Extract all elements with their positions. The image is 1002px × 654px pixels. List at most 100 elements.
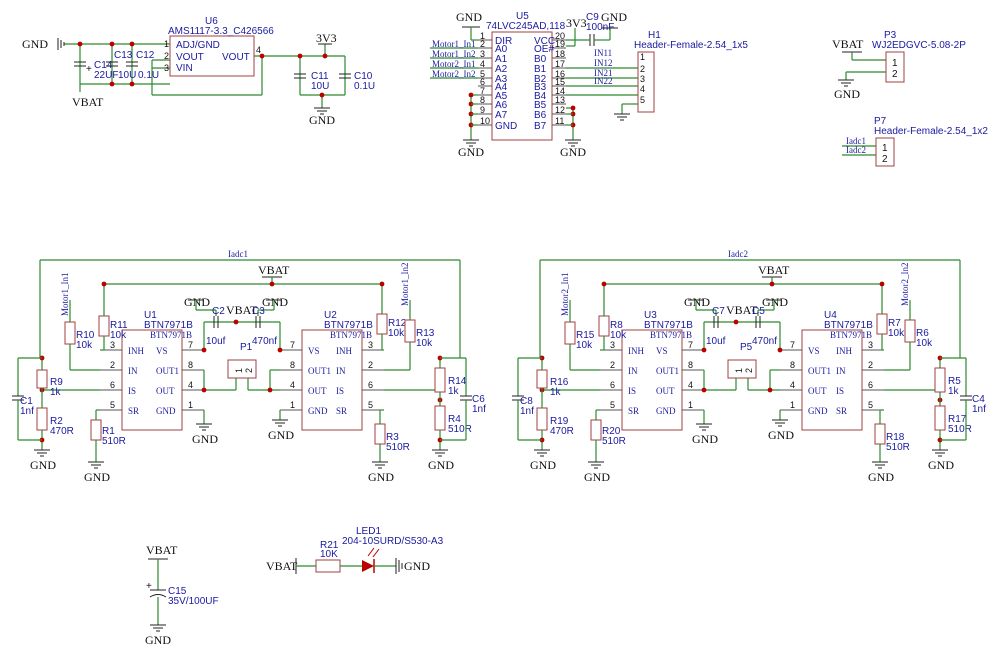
p7-pin: 2	[882, 154, 888, 165]
pin-name: INH	[628, 346, 644, 356]
led-diode-icon	[362, 560, 374, 572]
resistor-in	[64, 321, 76, 345]
r-val: 470R	[50, 426, 74, 437]
pin-name: SR	[628, 406, 639, 416]
r-val: 510R	[886, 442, 910, 453]
driver-part: BTN7971B	[324, 320, 373, 331]
led1-part: 204-10SURD/S530-A3	[342, 536, 444, 547]
p7-net-iadc1: Iadc1	[846, 136, 866, 146]
gnd-label: GND	[834, 87, 860, 101]
gnd-symbol: GND	[309, 107, 335, 127]
c9-val: 100nF	[586, 22, 614, 33]
u5-pin-name: GND	[495, 121, 517, 132]
gnd-symbol: GND	[368, 461, 394, 484]
pin-num: 6	[610, 380, 615, 390]
pin-num: 7	[790, 340, 795, 350]
u5-pin-name: B0	[534, 54, 547, 65]
vs-gnd-label: GND	[184, 295, 210, 309]
pin-num: 7	[688, 340, 693, 350]
jumper[interactable]	[727, 359, 757, 379]
pin-num: 3	[110, 340, 115, 350]
r-val: 1k	[448, 386, 460, 397]
buffer-in-net: Motor2_In2	[432, 69, 476, 79]
c12-ref: C12	[136, 50, 155, 61]
gnd-symbol: GND	[928, 449, 954, 472]
c-ref: C3	[252, 306, 265, 317]
r-ref: R20	[602, 426, 621, 437]
u6-pin-vout-right: VOUT	[222, 52, 250, 63]
driver-part-inner: BTN7971B	[330, 330, 372, 340]
pin-num: 4	[188, 380, 193, 390]
led-section: VBAT R21 10K GND LED1 204-10SURD/S530-A3	[266, 526, 444, 574]
u5-pin-num: 10	[480, 116, 490, 126]
junction-dot	[879, 281, 885, 287]
pin-name: OUT	[308, 386, 327, 396]
resistor-r21	[315, 559, 341, 573]
connector-p3: VBAT GND P3 WJ2EDGVC-5.08-2P 1 2	[832, 30, 966, 101]
c9-gnd-label: GND	[601, 10, 627, 24]
r-ref: R10	[76, 330, 95, 341]
pin-name: INH	[836, 346, 852, 356]
vs-vbat-label: VBAT	[226, 303, 258, 317]
junction-dot	[733, 319, 739, 325]
capacitor-c11: C11 10U	[294, 71, 329, 92]
driver-part-inner: BTN7971B	[150, 330, 192, 340]
resistor-sr	[90, 419, 102, 441]
r-ref: R14	[448, 376, 467, 387]
r-ref: R5	[948, 376, 961, 387]
jumper-pin: 2	[744, 368, 754, 373]
pin-num: 2	[868, 360, 873, 370]
header-p7: Iadc1 Iadc2 P7 Header-Female-2.54_1x2 1 …	[842, 116, 988, 167]
pin-name: GND	[156, 406, 176, 416]
r-val: 1k	[550, 387, 562, 398]
vs-gnd-label: GND	[762, 295, 788, 309]
capacitor-vs2	[755, 316, 761, 328]
c11-val: 10U	[311, 81, 329, 92]
buffer-out-net: IN22	[594, 76, 613, 86]
c9-ref: C9	[586, 12, 599, 23]
u5-pin-name: A1	[495, 54, 508, 65]
p3-vbat-label: VBAT	[832, 37, 864, 51]
c-ref: C1	[20, 396, 33, 407]
bulk-capacitor-c15: VBAT + C15 35V/100UF GND	[145, 543, 219, 647]
h1-pin: 5	[640, 95, 645, 105]
pin-name: GND	[308, 406, 328, 416]
p7-part: Header-Female-2.54_1x2	[874, 126, 988, 137]
capacitor-vs1	[213, 316, 219, 328]
u5-pin-name: A5	[495, 91, 508, 102]
resistor-in	[564, 321, 576, 345]
pin-num: 4	[290, 380, 295, 390]
iadc-net-label: Iadc2	[728, 249, 748, 259]
pin-num: 5	[368, 400, 373, 410]
driver-part-inner: BTN7971B	[830, 330, 872, 340]
gnd-symbol: GND	[560, 139, 586, 159]
resistor-sr	[374, 423, 386, 445]
led1-ref: LED1	[356, 526, 381, 537]
resistor-div2	[36, 407, 48, 431]
junction-dot	[379, 281, 385, 287]
gnd-symbol: GND	[22, 37, 65, 51]
r-val: 1k	[948, 386, 960, 397]
pin-num: 3	[868, 340, 873, 350]
c11-ref: C11	[311, 71, 329, 82]
r-val: 510R	[448, 424, 472, 435]
capacitor-filter	[460, 395, 472, 401]
u5-pin-name: A0	[495, 44, 508, 55]
c15-val: 35V/100UF	[168, 596, 219, 607]
c-val: 1nf	[520, 406, 534, 417]
gnd-label: GND	[868, 470, 894, 484]
capacitor-c10: C10 0.1U	[339, 71, 375, 92]
regulator-u6: U6 AMS1117-3.3_C426566 ADJ/GND VOUT VIN …	[164, 16, 274, 77]
c-ref: C5	[752, 306, 765, 317]
r-ref: R2	[50, 416, 63, 427]
jumper-ref: P5	[740, 342, 753, 353]
pin-name: INH	[128, 346, 144, 356]
driver-right	[301, 329, 363, 431]
jumper[interactable]	[227, 359, 257, 379]
p3-ref: P3	[884, 30, 897, 41]
resistor-inh	[376, 313, 388, 335]
resistor-div2	[934, 405, 946, 431]
capacitor-c12: C12 0.1U	[126, 50, 159, 81]
polarity-mark: +	[146, 581, 152, 592]
motor-bridge-2: Iadc2VBATU3BTN7971BBTN7971BINH3VS7IN2OUT…	[512, 249, 986, 484]
